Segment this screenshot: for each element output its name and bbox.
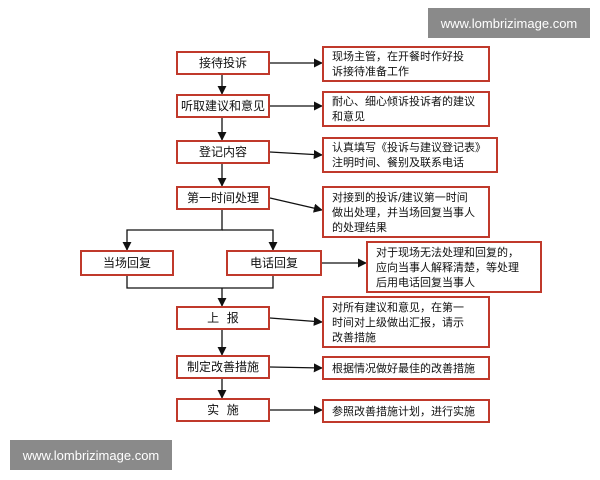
note-first-handle-line-2: 做出处理，并当场回复当事人: [332, 205, 475, 219]
step-improve: 制定改善措施: [176, 355, 270, 379]
step-phone-reply: 电话回复: [226, 250, 322, 276]
step-listen: 听取建议和意见: [176, 94, 270, 118]
note-first-handle-line-1: 对接到的投诉/建议第一时间: [332, 190, 468, 204]
step-implement-label: 实 施: [207, 402, 239, 417]
note-receive: 现场主管，在开餐时作好投 诉接待准备工作: [322, 46, 490, 82]
note-phone-reply-line-2: 应向当事人解释清楚，等处理: [376, 260, 519, 274]
note-phone-reply-line-1: 对于现场无法处理和回复的，: [376, 245, 519, 259]
step-receive-label: 接待投诉: [198, 55, 247, 70]
step-first-handle-label: 第一时间处理: [186, 190, 259, 205]
watermark-top-text: www.lombrizimage.com: [440, 15, 578, 31]
note-implement-line-1: 参照改善措施计划，进行实施: [332, 404, 475, 418]
note-listen-line-1: 耐心、细心倾诉投诉者的建议: [332, 95, 475, 108]
arrow-note-record: [269, 149, 323, 160]
arrow-note-report: [269, 316, 323, 326]
step-report-label: 上 报: [207, 310, 239, 325]
note-phone-reply-line-3: 后用电话回复当事人: [376, 275, 475, 289]
note-record: 认真填写《投诉与建议登记表》 注明时间、餐别及联系电话: [322, 137, 498, 173]
note-listen: 耐心、细心倾诉投诉者的建议 和意见: [322, 91, 490, 127]
note-record-line-1: 认真填写《投诉与建议登记表》: [332, 141, 486, 154]
watermark-bottom-text: www.lombrizimage.com: [22, 447, 160, 463]
step-first-handle: 第一时间处理: [176, 186, 270, 210]
step-report: 上 报: [176, 306, 270, 330]
note-report-line-2: 时间对上级做出汇报，请示: [332, 315, 464, 329]
note-listen-line-2: 和意见: [332, 110, 365, 123]
branch-split-right: [222, 229, 278, 251]
note-first-handle-line-3: 的处理结果: [332, 220, 387, 234]
note-phone-reply: 对于现场无法处理和回复的， 应向当事人解释清楚，等处理 后用电话回复当事人: [366, 241, 542, 293]
note-improve: 根据情况做好最佳的改善措施: [322, 356, 490, 380]
note-record-line-2: 注明时间、餐别及联系电话: [332, 156, 464, 169]
note-implement: 参照改善措施计划，进行实施: [322, 399, 490, 423]
step-phone-reply-label: 电话回复: [249, 255, 298, 270]
note-report-line-3: 改善措施: [332, 330, 376, 344]
branch-merge: [126, 276, 274, 289]
watermark-bottom: www.lombrizimage.com: [10, 440, 172, 470]
watermark-top: www.lombrizimage.com: [428, 8, 590, 38]
step-receive: 接待投诉: [176, 51, 270, 75]
step-record-label: 登记内容: [198, 144, 247, 159]
note-improve-line-1: 根据情况做好最佳的改善措施: [332, 361, 475, 375]
arrow-note-improve: [269, 363, 323, 373]
step-listen-label: 听取建议和意见: [180, 98, 265, 113]
step-onsite-reply: 当场回复: [80, 250, 174, 276]
arrow-note-first: [269, 197, 323, 213]
step-onsite-reply-label: 当场回复: [102, 255, 151, 270]
note-report: 对所有建议和意见，在第一 时间对上级做出汇报，请示 改善措施: [322, 296, 490, 348]
note-report-line-1: 对所有建议和意见，在第一: [332, 300, 464, 314]
note-receive-line-1: 现场主管，在开餐时作好投: [332, 50, 464, 63]
note-first-handle: 对接到的投诉/建议第一时间 做出处理，并当场回复当事人 的处理结果: [322, 186, 490, 238]
branch-split: [122, 210, 223, 251]
step-implement: 实 施: [176, 398, 270, 422]
note-receive-line-2: 诉接待准备工作: [332, 65, 409, 78]
step-improve-label: 制定改善措施: [186, 359, 259, 374]
step-record: 登记内容: [176, 140, 270, 164]
